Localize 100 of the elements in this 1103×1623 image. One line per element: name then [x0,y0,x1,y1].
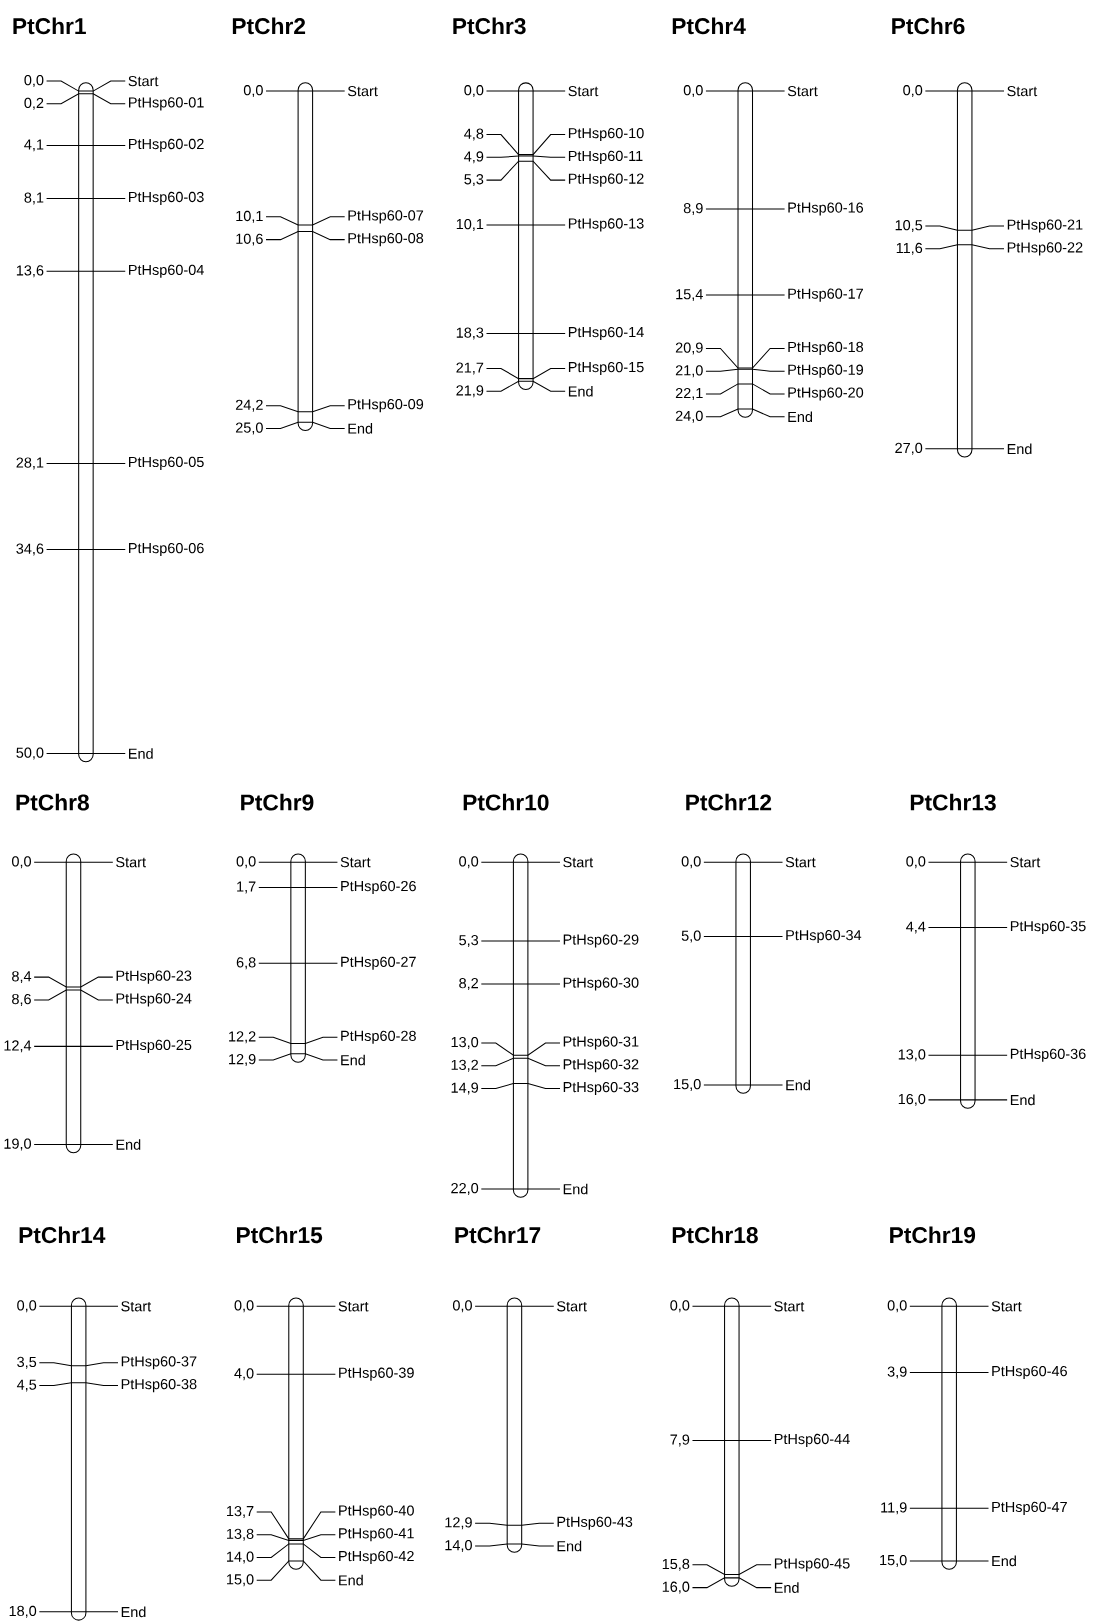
gene-label: End [563,1183,588,1195]
gene-label: PtHsp60-41 [338,1528,414,1542]
position-label: 19,0 [4,1138,31,1151]
position-label: 22,1 [675,387,703,400]
gene-label: End [116,1139,141,1150]
gene-label: PtHsp60-11 [568,150,643,164]
gene-label: End [557,1540,581,1552]
gene-label: PtHsp60-39 [338,1367,414,1381]
gene-label: PtHsp60-17 [788,288,863,302]
gene-label: PtHsp60-02 [128,138,204,152]
position-label: 0,0 [452,1300,472,1313]
gene-label: PtHsp60-18 [788,341,863,355]
position-label: 10,5 [895,220,922,233]
position-label: 18,0 [9,1605,36,1618]
gene-label: End [1010,1094,1035,1106]
position-label: 15,0 [226,1574,254,1587]
chromosome-title: PtChr13 [910,793,996,811]
gene-label: Start [340,857,371,868]
gene-label: PtHsp60-34 [786,929,861,944]
gene-label: PtHsp60-27 [341,956,416,970]
chromosome-title: PtChr15 [236,1226,322,1244]
position-label: 11,6 [896,242,922,255]
position-label: 14,0 [445,1540,472,1552]
position-label: 7,9 [670,1434,689,1447]
gene-label: PtHsp60-29 [563,934,639,948]
position-label: 0,0 [234,1300,254,1313]
position-label: 5,0 [681,930,701,943]
position-label: 13,0 [451,1036,478,1049]
gene-label: Start [1007,85,1037,97]
position-label: 16,0 [898,1093,926,1106]
position-label: 24,2 [235,399,263,412]
position-label: 10,1 [236,210,263,223]
position-label: 0,0 [683,85,703,98]
gene-label: PtHsp60-30 [563,977,639,991]
gene-label: PtHsp60-20 [788,387,863,401]
gene-label: PtHsp60-05 [128,456,204,470]
gene-label: PtHsp60-16 [788,202,863,216]
position-label: 8,2 [459,978,478,991]
position-label: 4,0 [234,1368,254,1381]
position-label: 4,5 [16,1379,36,1392]
gene-label: PtHsp60-14 [568,326,644,341]
chromosome-title: PtChr18 [672,1226,758,1244]
gene-label: End [128,748,153,759]
gene-label: PtHsp60-43 [557,1516,633,1530]
position-label: 0,0 [11,856,31,869]
gene-label: Start [338,1301,369,1312]
gene-label: PtHsp60-12 [568,173,644,187]
gene-label: PtHsp60-07 [348,210,423,224]
gene-label: End [348,423,372,434]
gene-label: PtHsp60-21 [1007,219,1083,233]
gene-label: Start [1010,857,1041,868]
gene-label: PtHsp60-32 [563,1059,639,1073]
position-label: 4,9 [463,151,484,164]
gene-label: End [774,1582,799,1593]
position-label: 0,2 [24,97,44,110]
gene-label: Start [774,1301,805,1312]
gene-label: End [338,1574,363,1586]
chromosome-title: PtChr8 [16,793,89,811]
gene-label: PtHsp60-03 [128,191,204,205]
position-label: 8,6 [11,993,31,1006]
gene-label: Start [568,85,599,97]
position-label: 3,5 [16,1356,36,1369]
gene-label: PtHsp60-42 [338,1550,414,1565]
gene-label: End [786,1079,810,1091]
chromosome-title: PtChr3 [453,17,526,35]
position-label: 0,0 [681,856,701,869]
position-label: 0,0 [236,856,256,869]
gene-label: End [341,1054,365,1066]
gene-label: End [121,1606,146,1618]
gene-label: PtHsp60-19 [788,364,863,378]
position-label: 18,3 [456,327,484,340]
gene-label: PtHsp60-23 [116,970,192,984]
gene-label: PtHsp60-40 [338,1505,414,1519]
gene-label: Start [121,1301,151,1312]
position-label: 13,6 [16,265,44,278]
gene-label: Start [347,85,378,97]
position-label: 21,9 [456,385,483,398]
gene-label: PtHsp60-01 [128,97,204,111]
position-label: 15,8 [662,1558,690,1571]
gene-label: Start [115,857,146,868]
position-label: 8,1 [24,192,44,205]
position-label: 14,0 [226,1551,254,1564]
position-label: 25,0 [235,422,263,435]
position-label: 15,0 [674,1079,701,1091]
chromosome-title: PtChr10 [463,793,549,811]
gene-label: PtHsp60-36 [1010,1048,1086,1062]
chromosome-title: PtChr1 [13,17,86,35]
position-label: 0,0 [903,85,923,98]
position-label: 13,7 [226,1505,254,1518]
position-label: 4,1 [24,139,44,152]
gene-label: End [568,385,593,397]
gene-label: PtHsp60-08 [348,233,423,247]
position-label: 27,0 [895,442,923,455]
chromosome-title: PtChr4 [672,17,746,35]
position-label: 13,8 [226,1528,254,1541]
gene-label: PtHsp60-35 [1010,920,1086,935]
chromosome-title: PtChr12 [686,793,771,811]
position-label: 50,0 [16,747,44,760]
position-label: 14,9 [451,1082,478,1095]
position-label: 16,0 [662,1581,690,1594]
